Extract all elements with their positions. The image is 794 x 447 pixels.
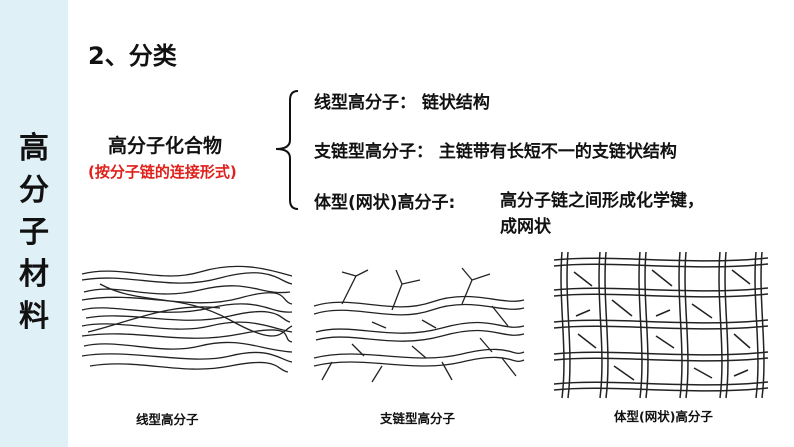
branched-polymer-diagram xyxy=(312,266,526,384)
figure-caption-network: 体型(网状)高分子 xyxy=(614,406,713,425)
sidebar-title-char: 分 xyxy=(10,170,58,212)
sidebar: 高 分 子 材 料 xyxy=(0,0,68,447)
class-linear-desc: 链状结构 xyxy=(422,93,490,113)
class-branched-desc: 主链带有长短不一的支链状结构 xyxy=(439,142,677,162)
class-network: 体型(网状)高分子: xyxy=(314,188,455,213)
compound-name: 高分子化合物 xyxy=(108,131,222,158)
class-linear: 线型高分子： 链状结构 xyxy=(314,88,490,113)
sidebar-title-char: 材 xyxy=(10,254,58,296)
class-network-desc-line1: 高分子链之间形成化学键， xyxy=(500,186,704,211)
linear-polymer-diagram xyxy=(80,262,294,382)
class-branched: 支链型高分子： 主链带有长短不一的支链状结构 xyxy=(314,137,677,162)
figure-caption-linear: 线型高分子 xyxy=(136,409,199,428)
class-network-desc-line2: 成网状 xyxy=(500,212,551,237)
classification-brace xyxy=(268,88,304,212)
sidebar-title-char: 料 xyxy=(10,296,58,338)
class-branched-label: 支链型高分子： xyxy=(314,142,433,162)
sidebar-title-char: 子 xyxy=(10,212,58,254)
network-polymer-diagram xyxy=(552,250,770,400)
section-heading: 2、分类 xyxy=(88,36,177,71)
class-linear-label: 线型高分子： xyxy=(314,93,416,113)
class-network-label: 体型(网状)高分子: xyxy=(314,193,455,213)
figure-caption-branched: 支链型高分子 xyxy=(380,408,455,427)
sidebar-title-char: 高 xyxy=(10,128,58,170)
sidebar-title: 高 分 子 材 料 xyxy=(10,128,58,338)
classification-criterion: (按分子链的连接形式) xyxy=(88,161,237,182)
